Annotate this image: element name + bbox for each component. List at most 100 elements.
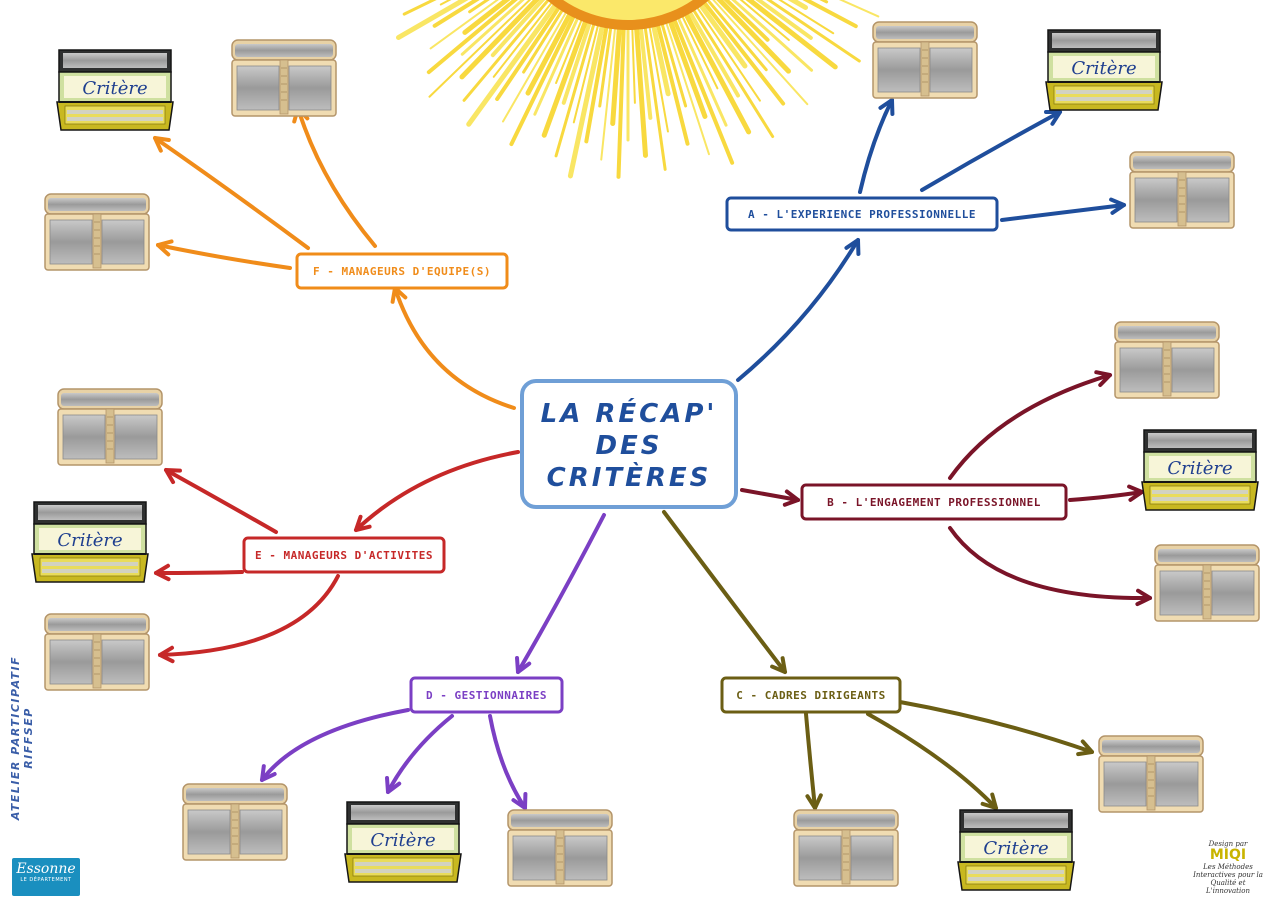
sun-ray — [462, 0, 511, 35]
arrow-center-e — [354, 450, 520, 532]
sun-ray — [555, 10, 586, 85]
sun-ray — [509, 6, 580, 147]
sun-ray — [679, 4, 752, 135]
sun-ray — [731, 0, 814, 72]
arrow-a-2 — [920, 110, 1062, 192]
chest-d-3 — [507, 809, 613, 887]
arrow-center-b — [740, 488, 800, 502]
arrow-b-2 — [1068, 490, 1144, 502]
branch-label-e: E - MANAGEURS D'ACTIVITES — [255, 549, 433, 562]
sun-ray — [653, 14, 690, 146]
arrow-b-1-head — [1094, 370, 1112, 388]
arrow-c-2 — [866, 712, 998, 810]
arrow-e-2 — [154, 570, 244, 575]
chest-d-2-label: Critère — [370, 830, 435, 851]
sun-ray — [402, 0, 437, 16]
sun-ray — [598, 17, 614, 108]
arrow-d-2-head — [385, 776, 402, 794]
arrow-a-2-head — [1044, 110, 1062, 126]
sun-ray — [638, 17, 653, 120]
credit-line-3: Les Méthodes — [1203, 863, 1253, 871]
chest-a-2-label: Critère — [1071, 58, 1136, 79]
sun-ray — [522, 1, 569, 74]
sun-ray — [739, 0, 790, 41]
chest-f-3 — [44, 193, 150, 271]
sun-ray — [687, 1, 775, 139]
sun-ray — [459, 0, 540, 80]
credit-block: Design par MIQI Les Méthodes Interactive… — [1188, 840, 1268, 895]
chest-a-1 — [872, 21, 978, 99]
sun-ray — [428, 0, 532, 98]
sun-ray — [490, 0, 546, 58]
arrow-b-2-head — [1127, 484, 1144, 502]
sun-ray — [460, 0, 525, 56]
sun-ray — [649, 14, 671, 97]
arrow-a-3-head — [1109, 197, 1126, 215]
arrow-f-1 — [153, 136, 310, 250]
sun-ray — [584, 16, 611, 144]
chests: CritèreCritèreCritèreCritèreCritèreCritè… — [31, 21, 1260, 891]
credit-line-4: Interactives pour la — [1193, 871, 1263, 879]
sun-ray — [646, 17, 669, 133]
credit-line-5: Qualité et L'innovation — [1206, 879, 1250, 895]
sun-ray — [662, 13, 710, 156]
arrow-e-1 — [164, 468, 278, 534]
sun-ray — [705, 0, 768, 72]
sun-ray — [691, 0, 761, 102]
arrow-a-3 — [1000, 203, 1126, 222]
arrow-a-1-head — [878, 98, 895, 116]
sun-ray — [495, 0, 566, 101]
sun-ray — [658, 14, 688, 108]
sun-ray — [572, 15, 602, 124]
arrow-center-a — [736, 238, 860, 382]
sun-ray — [664, 10, 708, 119]
sun-ray — [600, 18, 617, 161]
sun-ray — [426, 0, 518, 75]
sun-ray — [525, 4, 577, 96]
sun-ray — [642, 17, 667, 171]
sun-ray — [561, 12, 595, 105]
arrow-center-b-head — [782, 489, 800, 507]
chest-c-2 — [793, 809, 899, 887]
arrow-d-3 — [488, 714, 527, 810]
branch-label-f: F - MANAGEURS D'EQUIPE(S) — [313, 265, 491, 278]
center-title-line-1: LA RÉCAP' — [541, 397, 718, 429]
sun-ray — [492, 0, 556, 78]
arrow-center-c — [662, 510, 787, 674]
arrow-c-2-head — [980, 792, 998, 810]
arrow-center-d-head — [515, 656, 532, 674]
arrow-center-e-head — [354, 514, 372, 532]
sun-ray — [610, 17, 623, 126]
arrow-b-3 — [948, 526, 1152, 601]
chest-f-2 — [231, 39, 337, 117]
sun-ray — [468, 0, 490, 14]
arrows — [153, 98, 1152, 810]
center-title-line-2: DES — [595, 431, 662, 461]
sun-ray — [673, 8, 728, 127]
sun-ray — [396, 0, 469, 40]
sun-ray — [778, 0, 835, 35]
chest-c-1 — [1098, 735, 1204, 813]
arrow-d-2 — [386, 714, 454, 794]
arrow-f-3-head — [156, 239, 174, 257]
sun-disc — [546, 0, 710, 30]
branch-box-e — [242, 536, 446, 574]
sun-ray — [633, 17, 649, 158]
arrow-c-3-head — [1076, 739, 1094, 757]
sun — [396, 0, 880, 179]
arrow-e-3 — [158, 574, 340, 657]
sun-ray — [502, 3, 572, 123]
branch-box-b — [800, 483, 1068, 521]
arrow-e-3-head — [158, 645, 175, 664]
chest-f-1-label: Critère — [82, 78, 147, 99]
arrow-center-c-head — [770, 656, 787, 674]
arrow-center-d — [516, 513, 606, 674]
arrow-center-a-head — [844, 238, 861, 256]
chest-e-2-label: Critère — [57, 530, 122, 551]
chest-e-3 — [44, 613, 150, 691]
sun-ray — [683, 2, 740, 98]
sun-ray — [541, 10, 592, 138]
chest-b-2-label: Critère — [1167, 458, 1232, 479]
